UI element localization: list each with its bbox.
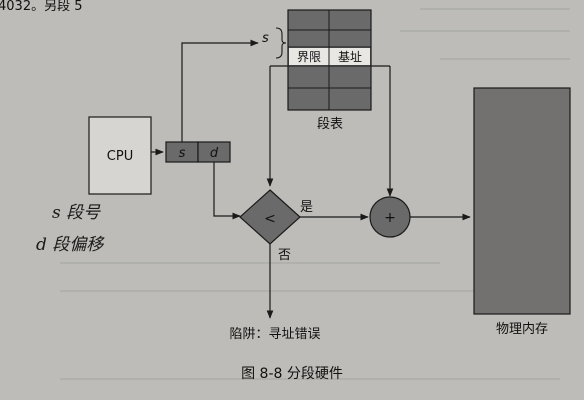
cpu-box	[88, 116, 152, 195]
segment-table	[287, 9, 372, 111]
segment-table-base-header: 基址	[338, 50, 362, 64]
address-segment-label: s	[179, 146, 186, 161]
segment-index-label: s	[262, 31, 269, 46]
address-offset-label: d	[210, 146, 219, 161]
trap-label: 陷阱：寻址错误	[229, 327, 320, 342]
no-label: 否	[278, 248, 291, 263]
figure-caption: 图 8-8 分段硬件	[241, 366, 343, 382]
handwritten-note-offset: d 段偏移	[36, 235, 105, 255]
segment-index-brace	[275, 27, 287, 59]
page-header-fragment: 4032。另段 5	[0, 0, 83, 14]
adder-symbol: +	[384, 210, 396, 226]
physical-memory-label: 物理内存	[496, 321, 548, 337]
segment-table-limit-header: 界限	[297, 50, 321, 64]
physical-memory-block	[473, 87, 571, 315]
offset-to-comparator-arrow	[213, 162, 241, 220]
segment-table-caption: 段表	[317, 117, 343, 132]
yes-label: 是	[300, 200, 313, 215]
handwritten-note-segment: s 段号	[52, 203, 101, 223]
comparator-symbol: <	[264, 211, 276, 227]
segment-index-arrow	[181, 39, 259, 142]
cpu-label: CPU	[107, 149, 133, 164]
